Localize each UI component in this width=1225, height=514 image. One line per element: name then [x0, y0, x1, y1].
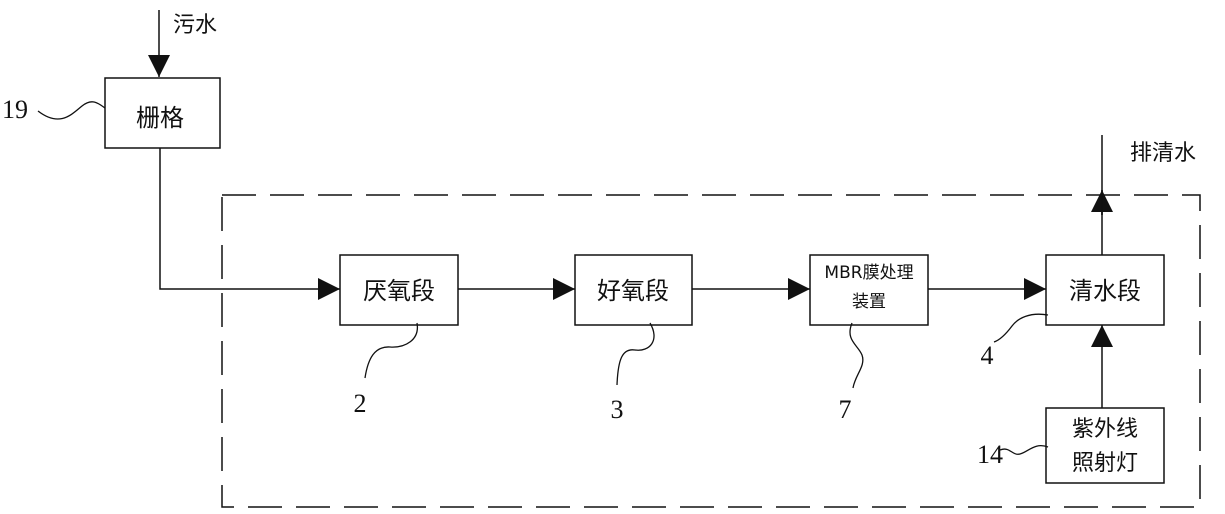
discharge-label: 排清水	[1130, 141, 1196, 166]
uv-label-line1: 紫外线	[1072, 417, 1138, 442]
mbr-label-line2: 装置	[852, 292, 886, 312]
mbr-box	[809, 254, 929, 326]
anaerobic-label: 厌氧段	[363, 277, 435, 305]
aerobic-number: 3	[611, 395, 624, 424]
clearwater-leader	[993, 313, 1049, 343]
mbr-number: 7	[839, 395, 852, 424]
uv-label-line2: 照射灯	[1072, 451, 1138, 476]
mbr-leader	[849, 322, 864, 389]
grid-number: 19	[2, 95, 28, 124]
clearwater-number: 4	[981, 341, 994, 370]
grid-label: 栅格	[136, 104, 184, 132]
aerobic-leader	[616, 322, 655, 386]
aerobic-label: 好氧段	[597, 277, 669, 305]
anaerobic-number: 2	[354, 389, 367, 418]
mbr-label-line1: MBR膜处理	[824, 263, 913, 283]
clearwater-box	[1045, 254, 1165, 326]
grid-to-anaerobic-arrow	[159, 148, 340, 300]
uv-leader	[999, 445, 1049, 455]
grid-box	[104, 77, 221, 149]
uv-number: 14	[977, 440, 1003, 469]
uv-lamp-box	[1045, 407, 1165, 484]
treatment-boundary	[221, 194, 1201, 508]
aerobic-box	[574, 254, 693, 326]
grid-leader	[37, 101, 106, 120]
anaerobic-box	[339, 254, 459, 326]
sewage-label: 污水	[173, 13, 217, 38]
anaerobic-leader	[364, 322, 418, 379]
clearwater-label: 清水段	[1069, 277, 1141, 305]
